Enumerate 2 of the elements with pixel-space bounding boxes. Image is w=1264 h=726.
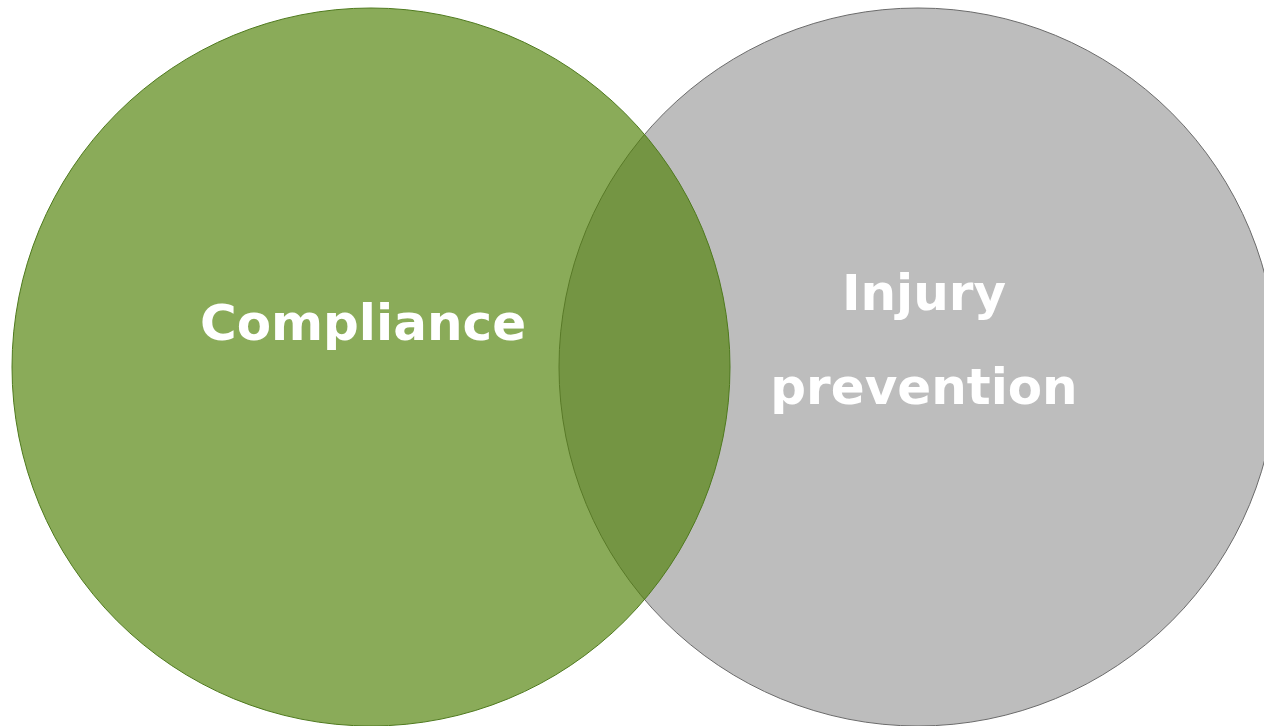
circle-label: Compliance [198,293,528,354]
circle-label: Injury prevention [769,263,1079,418]
